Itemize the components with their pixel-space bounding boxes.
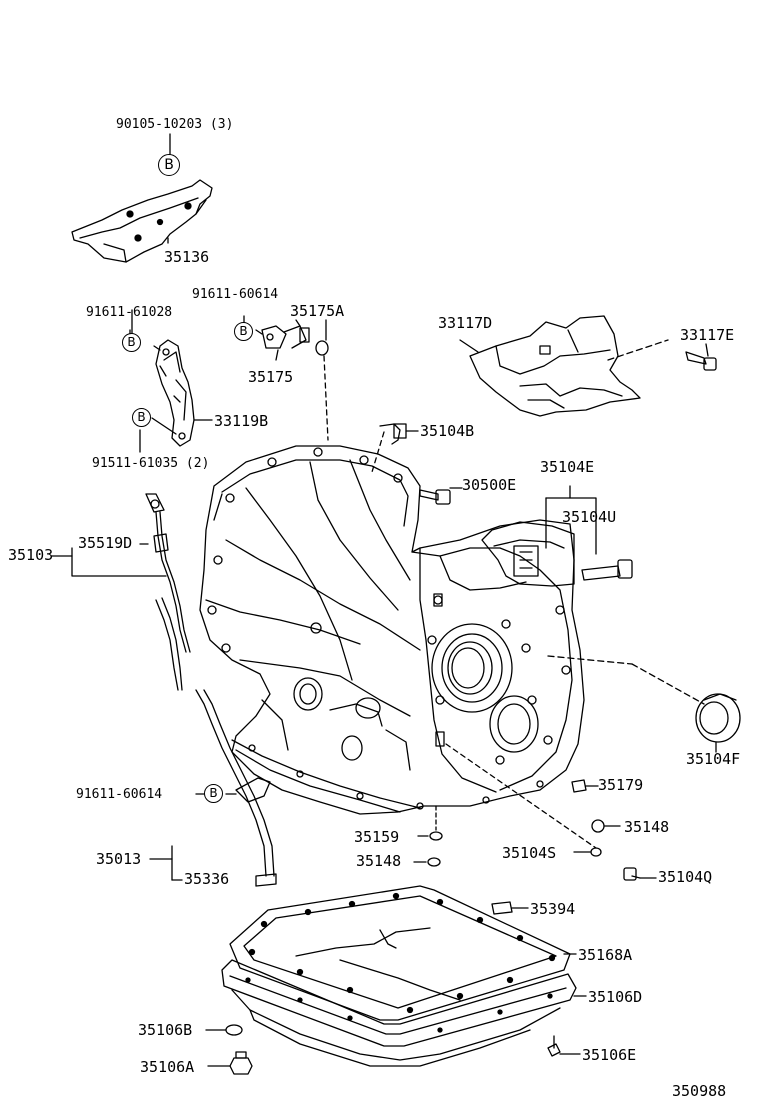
shield-33117D	[469, 315, 669, 417]
badge-b-icon: B	[122, 333, 141, 352]
plug-35179	[571, 779, 587, 793]
label-35159: 35159	[354, 828, 400, 846]
drain-plug-35106A	[229, 1051, 253, 1075]
label-35148-a: 35148	[624, 818, 670, 836]
label-35104S: 35104S	[502, 844, 557, 862]
label-35104U: 35104U	[562, 508, 617, 526]
bolt-35106E	[547, 1035, 561, 1057]
oil-seal-35104F	[547, 655, 741, 743]
speed-sensor-35175	[261, 325, 329, 356]
label-33117D: 33117D	[438, 314, 493, 332]
gasket-35106B	[225, 1024, 243, 1036]
bolt-35104U	[581, 559, 633, 581]
strainer-35394	[491, 901, 513, 915]
badge-b-icon: B	[158, 154, 180, 176]
label-35104B: 35104B	[420, 422, 475, 440]
label-35104F: 35104F	[686, 750, 741, 768]
label-91611-60614-mid: 91611-60614	[76, 787, 163, 802]
filler-tube-35013	[195, 689, 277, 887]
label-91511-61035: 91511-61035 (2)	[92, 456, 210, 471]
label-35103: 35103	[8, 546, 54, 564]
label-35013: 35013	[96, 850, 142, 868]
badge-b-icon: B	[132, 408, 151, 427]
plug-35148-a	[591, 819, 605, 833]
bolt-30500E	[419, 489, 451, 505]
gasket-35159	[429, 831, 443, 841]
label-33117E: 33117E	[680, 326, 735, 344]
label-35175: 35175	[248, 368, 294, 386]
badge-b-icon: B	[234, 322, 253, 341]
label-35136: 35136	[164, 248, 210, 266]
bolt-33117E	[685, 351, 717, 371]
protector-plate-35136	[71, 179, 213, 263]
label-33119B: 33119B	[214, 412, 269, 430]
oil-pan-35106D	[221, 885, 577, 1067]
label-35104Q: 35104Q	[658, 868, 713, 886]
bolt-35104Q	[623, 867, 641, 881]
label-35394: 35394	[530, 900, 576, 918]
label-35106A: 35106A	[140, 1058, 195, 1076]
label-35175A: 35175A	[290, 302, 345, 320]
gasket-35104S	[590, 847, 602, 857]
label-91611-60614-top: 91611-60614	[192, 287, 279, 302]
label-35148-b: 35148	[356, 852, 402, 870]
label-35179: 35179	[598, 776, 644, 794]
label-35106D: 35106D	[588, 988, 643, 1006]
label-90105-10203: 90105-10203 (3)	[116, 117, 234, 132]
bracket-33119B	[155, 339, 195, 447]
label-30500E: 30500E	[462, 476, 517, 494]
label-35519D: 35519D	[78, 534, 133, 552]
badge-b-icon: B	[204, 784, 223, 803]
label-35168A: 35168A	[578, 946, 633, 964]
label-91611-61028: 91611-61028	[86, 305, 173, 320]
diagram-id: 350988	[672, 1082, 727, 1100]
label-35336: 35336	[184, 870, 230, 888]
label-35106B: 35106B	[138, 1021, 193, 1039]
dipstick-35103	[145, 493, 191, 691]
gasket-35148-b	[427, 857, 441, 867]
breather-35104B	[371, 423, 419, 473]
label-35106E: 35106E	[582, 1046, 637, 1064]
transaxle-case	[199, 445, 585, 815]
label-35104E: 35104E	[540, 458, 595, 476]
